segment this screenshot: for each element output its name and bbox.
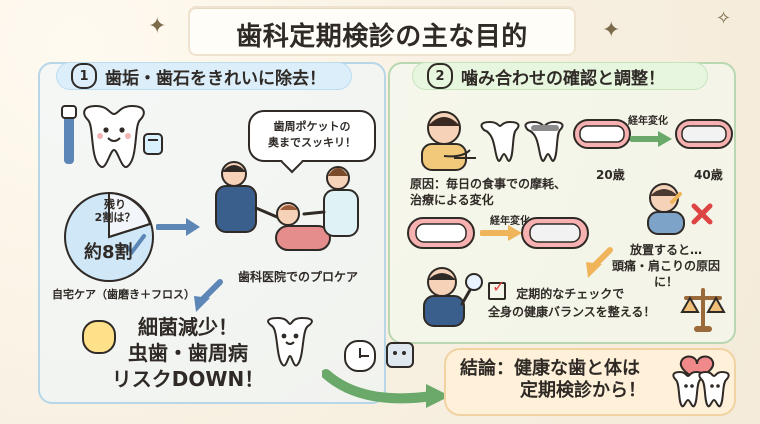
conclusion-text: 結論：健康な歯と体は 定期検診から！: [460, 358, 646, 402]
neglect-label-line2: 頭痛・肩こりの原因に！: [611, 259, 720, 289]
neglect-label-line1: 放置すると…: [629, 243, 702, 257]
check-label: ✓ 定期的なチェックで 全身の健康バランスを整える！: [488, 278, 656, 321]
section-right-title: 噛み合わせの確認と調整！: [461, 68, 665, 89]
arrow-right-icon: [156, 218, 200, 236]
arrow-down-left-orange-icon: [586, 247, 613, 278]
dentures-right-icon: [521, 217, 589, 249]
pie-value-label: 約8割: [84, 242, 133, 263]
speech-bubble: 歯周ポケットの 奥までスッキリ！: [248, 110, 376, 162]
age-change-label-bottom: 経年変化: [490, 216, 530, 227]
pie-remaining-note: 残り 2割は？: [94, 198, 136, 224]
sparkle-icon: ✦: [602, 18, 621, 43]
happy-teeth-heart-icon: [672, 355, 730, 408]
arrow-down-left-icon: [194, 279, 223, 312]
result-line3: リスクDOWN！: [111, 367, 265, 391]
arrow-to-conclusion-icon: [322, 369, 450, 408]
clock-icon: [344, 340, 376, 372]
arrow-right-green-icon: [630, 131, 672, 147]
section-right-header: 2 噛み合わせの確認と調整！: [412, 62, 708, 90]
speech-bubble-line1: 歯周ポケットの: [273, 120, 351, 133]
pro-care-label: 歯科医院でのプロケア: [238, 270, 359, 284]
arrow-right-orange-icon: [480, 225, 522, 241]
conclusion-line2: 定期検診から！: [520, 380, 646, 401]
page-title: 歯科定期検診の主な目的: [236, 22, 528, 52]
dental-clinic-illustration: [215, 161, 359, 251]
section-right-number: 2: [427, 63, 453, 89]
check-icon: ✓: [488, 278, 506, 300]
balance-scale-icon: [680, 288, 726, 332]
result-text: 細菌減少！ 虫歯・歯周病 リスクDOWN！: [108, 314, 268, 392]
worn-teeth-icon: [480, 120, 564, 162]
section-left-title: 歯垢・歯石をきれいに除去！: [105, 68, 326, 89]
sparkle-icon: ✦: [148, 14, 167, 39]
check-label-line1: 定期的なチェックで: [516, 287, 625, 301]
headache-person-icon: [647, 183, 713, 235]
cause-label: 原因：毎日の食事での摩耗、 治療による変化: [410, 176, 566, 208]
happy-tooth-icon: [267, 316, 313, 367]
section-left-number: 1: [71, 63, 97, 89]
lightbulb-icon: [82, 320, 116, 354]
dentures-40-icon: [675, 119, 733, 149]
cause-label-line2: 治療による変化: [410, 193, 494, 207]
home-care-pie-icon: [64, 191, 154, 282]
conclusion-line1: 結論：健康な歯と体は: [460, 358, 640, 379]
age-40-label: 40歳: [694, 168, 723, 182]
tooth-mascot-icon: [61, 104, 163, 169]
title-card: 歯科定期検診の主な目的: [188, 6, 576, 56]
sparkle-icon: ✧: [716, 8, 732, 29]
cause-label-line1: 原因：毎日の食事での摩耗、: [410, 177, 567, 191]
check-label-line2: 全身の健康バランスを整える！: [488, 305, 656, 319]
age-20-label: 20歳: [596, 168, 625, 182]
eating-person-icon: [421, 111, 476, 171]
neglect-label: 放置すると… 頭痛・肩こりの原因に！: [606, 242, 726, 290]
home-care-label: 自宅ケア（歯磨き＋フロス）: [52, 288, 195, 301]
section-left-header: 1 歯垢・歯石をきれいに除去！: [56, 62, 352, 90]
result-line1: 細菌減少！: [138, 315, 238, 339]
dentures-20-icon: [573, 119, 631, 149]
dentures-left-icon: [407, 217, 475, 249]
result-line2: 虫歯・歯周病: [128, 341, 248, 365]
robot-icon: [386, 342, 414, 368]
dentist-mirror-icon: [423, 267, 483, 327]
age-change-label-top: 経年変化: [628, 116, 668, 127]
speech-bubble-line2: 奥までスッキリ！: [268, 136, 356, 149]
